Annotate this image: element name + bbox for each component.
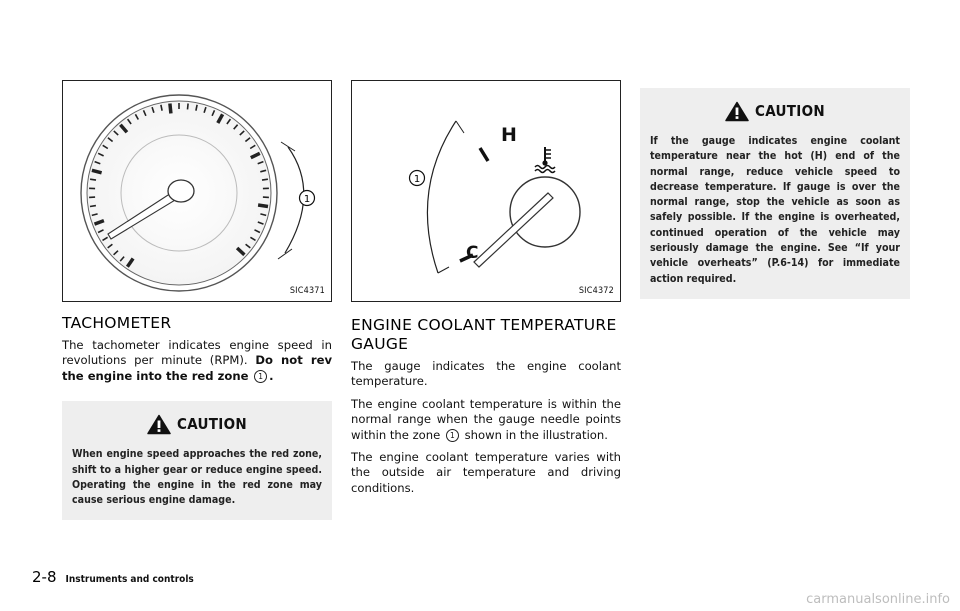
tach-tick bbox=[257, 160, 264, 165]
tach-tick bbox=[89, 204, 97, 208]
tach-tick bbox=[125, 257, 135, 268]
tach-tick bbox=[94, 160, 101, 165]
tach-tick bbox=[119, 123, 129, 134]
tach-tick bbox=[119, 256, 125, 262]
tach-tick bbox=[142, 109, 147, 117]
tach-tick bbox=[97, 229, 104, 234]
tach-tick bbox=[239, 130, 245, 136]
coolant-paragraph-1: The gauge indicates the engine coolant t… bbox=[351, 359, 621, 389]
section-name: Instruments and controls bbox=[65, 574, 194, 585]
tach-tick bbox=[134, 113, 139, 120]
tach-tick bbox=[151, 106, 155, 114]
section-heading: ENGINE COOLANT TEMPERATURE GAUGE bbox=[351, 316, 617, 353]
warning-triangle-icon bbox=[147, 414, 171, 434]
tach-tick bbox=[113, 250, 119, 256]
coolant-gauge-illustration: H C 1 bbox=[408, 120, 581, 274]
coolant-callout: 1 bbox=[414, 174, 420, 185]
tach-tick bbox=[211, 109, 216, 117]
body-text: The tachometer indicates engine speed in… bbox=[62, 338, 332, 368]
coolant-paragraph-2: The engine coolant temperature is within… bbox=[351, 397, 621, 443]
tach-tick bbox=[126, 118, 132, 125]
tach-tick bbox=[97, 152, 104, 157]
figure-id: SIC4371 bbox=[289, 286, 325, 296]
coolant-gauge-figure: H C 1 SIC4372 bbox=[351, 80, 621, 302]
caution-header: CAUTION bbox=[650, 96, 900, 126]
figure-id: SIC4372 bbox=[578, 286, 614, 296]
callout-1-badge: 1 bbox=[445, 428, 459, 442]
tach-tick bbox=[257, 221, 264, 225]
column-coolant: H C 1 SIC4372 ENGINE COOLANT TEMPERATURE… bbox=[351, 80, 621, 496]
tach-tick bbox=[203, 106, 207, 114]
tach-tick bbox=[195, 104, 198, 111]
coolant-temperature-icon bbox=[534, 147, 556, 174]
tach-tick bbox=[107, 243, 113, 249]
tach-tick bbox=[89, 178, 97, 181]
tach-tick bbox=[93, 218, 105, 226]
tach-tick bbox=[245, 243, 251, 249]
cold-label: C bbox=[466, 243, 478, 263]
caution-title: CAUTION bbox=[177, 415, 247, 434]
callout-1-badge: 1 bbox=[254, 369, 268, 383]
tach-tick bbox=[160, 104, 163, 111]
tach-tick bbox=[186, 103, 189, 110]
tachometer-illustration: 1 bbox=[80, 94, 316, 292]
tach-tick bbox=[91, 213, 98, 217]
para2-after: shown in the illustration. bbox=[464, 427, 608, 442]
tach-callout: 1 bbox=[304, 194, 310, 205]
tach-tick bbox=[91, 168, 103, 175]
caution-header: CAUTION bbox=[72, 409, 322, 439]
tachometer-figure: 1 SIC4371 bbox=[62, 80, 332, 302]
page-footer: 2-8 Instruments and controls bbox=[32, 568, 194, 586]
caution-text: When engine speed approaches the red zon… bbox=[72, 448, 322, 507]
tach-tick bbox=[102, 236, 109, 242]
tach-tick bbox=[226, 118, 232, 125]
tach-tick bbox=[261, 178, 269, 181]
tach-tick bbox=[250, 151, 261, 160]
tach-tick bbox=[244, 137, 251, 143]
tach-tick bbox=[260, 169, 267, 173]
tach-tick bbox=[168, 103, 173, 114]
section-heading: TACHOMETER bbox=[62, 314, 172, 332]
tach-tick bbox=[102, 144, 109, 150]
tach-tick bbox=[254, 229, 261, 234]
caution-box: CAUTION When engine speed approaches the… bbox=[62, 401, 332, 521]
hot-label: H bbox=[501, 124, 517, 146]
tach-tick bbox=[235, 246, 246, 257]
tachometer-body: The tachometer indicates engine speed in… bbox=[62, 338, 332, 384]
page-number: 2-8 bbox=[32, 568, 57, 586]
caution-text: If the gauge indicates engine coolant te… bbox=[650, 135, 900, 285]
tach-tick bbox=[216, 113, 225, 124]
column-tachometer: 1 SIC4371 TACHOMETER The tachometer indi… bbox=[62, 80, 332, 521]
body-bold-text: Do not rev the engine into the red zone bbox=[62, 353, 333, 383]
coolant-paragraph-3: The engine coolant temperature varies wi… bbox=[351, 450, 621, 495]
tach-tick bbox=[233, 124, 239, 130]
body-end: . bbox=[269, 368, 274, 383]
tach-tick bbox=[113, 130, 119, 136]
tach-tick bbox=[260, 213, 267, 217]
tach-tick bbox=[257, 203, 269, 209]
para2-before: The engine coolant temperature is within… bbox=[351, 396, 621, 442]
warning-triangle-icon bbox=[725, 101, 749, 121]
tach-tick bbox=[107, 137, 114, 143]
caution-title: CAUTION bbox=[755, 102, 825, 120]
column-caution: CAUTION If the gauge indicates engine co… bbox=[640, 80, 910, 299]
caution-box: CAUTION If the gauge indicates engine co… bbox=[640, 88, 910, 299]
watermark: carmanualsonline.info bbox=[806, 592, 950, 607]
tach-tick bbox=[249, 236, 256, 242]
tach-tick bbox=[249, 144, 256, 150]
